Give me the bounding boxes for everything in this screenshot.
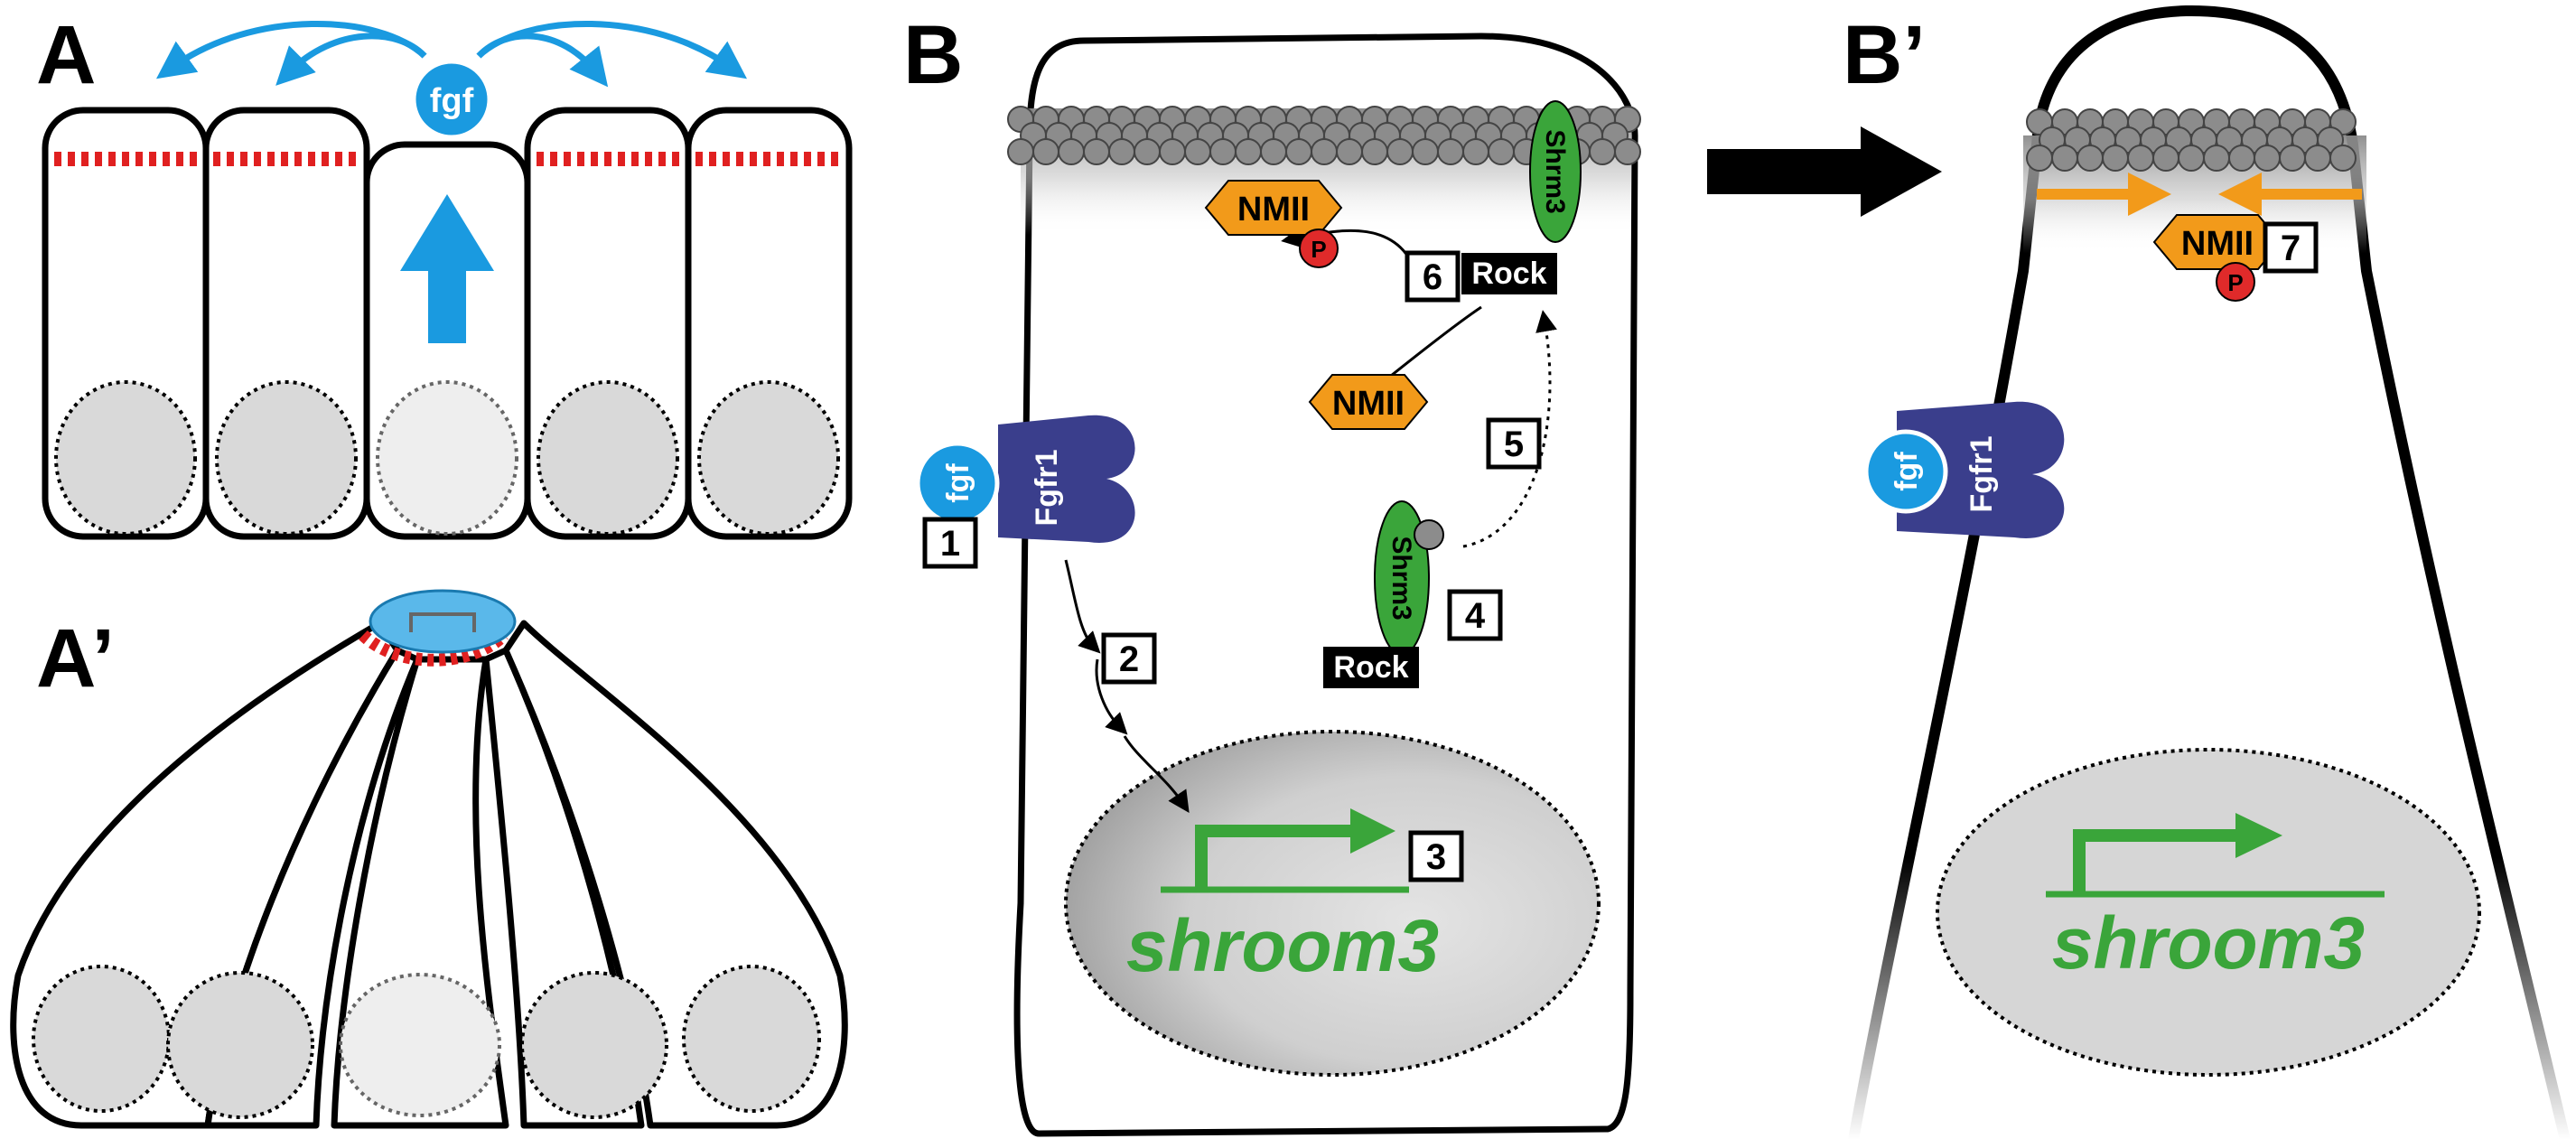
svg-text:P: P [2227,269,2243,296]
nmii-free: NMII [1308,374,1429,430]
actin-bead [2203,145,2230,172]
svg-text:NMII: NMII [1332,385,1405,423]
svg-text:Rock: Rock [1333,650,1408,685]
fgf-ligand: fgf [411,59,492,140]
actin-bead [2102,145,2129,172]
actin-bead [2127,145,2154,172]
transition-arrow [1707,126,1942,217]
actin-bead [1260,138,1287,165]
step-5: 5 [1486,417,1542,470]
actin-bead [2152,145,2179,172]
svg-text:2: 2 [1119,639,1139,679]
nuclei [54,380,840,536]
actin-bead [2329,145,2357,172]
shrm3-cytoplasmic: Shrm3 [1374,500,1444,656]
step-6: 6 [1405,250,1461,303]
actin-bead [1462,138,1489,165]
fgf-label: fgf [1890,452,1924,491]
actin-bead [1437,138,1464,165]
panel-label-a: A [36,9,96,101]
gene-label: shroom3 [2052,902,2365,985]
actin-bead [1488,138,1515,165]
svg-text:4: 4 [1465,596,1486,636]
apical-constriction-arrow [400,194,494,343]
panel-label-b: B [903,9,963,101]
actin-bead [1058,138,1085,165]
apical-cap [369,589,517,654]
actin-bead [1108,138,1135,165]
svg-text:7: 7 [2281,229,2301,268]
actin-bead [2304,145,2331,172]
panel-label-b-prime: B’ [1843,9,1926,101]
actin-bead [2228,145,2255,172]
actin-bead [1311,138,1338,165]
fgfr1-label: Fgfr1 [1965,436,1999,513]
svg-text:Shrm3: Shrm3 [1386,536,1416,620]
rock-apical: Rock [1461,253,1557,294]
shroom3-gene: shroom3 [2046,813,2385,985]
step-4: 4 [1447,589,1503,641]
actin-bead [1589,138,1616,165]
actin-bead [1083,138,1110,165]
rock-cytoplasmic: Rock [1323,647,1419,688]
panel-a-prime: A’ [10,589,848,1129]
fgf-label: fgf [430,82,474,120]
actin-bead [1032,138,1059,165]
constricted-cell-outline [1848,5,2571,1142]
shroom3-gene: shroom3 [1126,808,1439,987]
step-3: 3 [1408,830,1464,882]
fgfr1-receptor: Fgfr1 fgf [1863,401,2065,538]
svg-text:3: 3 [1426,837,1446,877]
actin-bead [1285,138,1312,165]
actin-bead [1235,138,1262,165]
actin-bead [2279,145,2306,172]
fgf-label: fgf [941,463,975,503]
step-markers: 1 2 3 4 5 6 [922,250,1542,882]
actin-bead [1386,138,1414,165]
panel-b: B shroom3 Fgfr1 fg [903,9,1641,1137]
fgf-diffusion-arrows [155,21,748,88]
actin-bead [1159,138,1186,165]
gene-label: shroom3 [1126,905,1439,987]
apical-actin-band [1007,106,1641,165]
actin-bead [2254,145,2281,172]
actin-bead [1412,138,1439,165]
svg-text:Rock: Rock [1471,257,1546,291]
actin-bead [2178,145,2205,172]
actin-bead [1184,138,1211,165]
svg-text:NMII: NMII [1237,191,1310,229]
nmii-phosphorylated: NMII P [2152,214,2282,302]
svg-text:NMII: NMII [2181,225,2254,263]
actin-bead [2051,145,2078,172]
apical-junctions [359,630,509,667]
panel-a: A [36,9,853,540]
step-7: 7 [2263,221,2319,274]
svg-text:Shrm3: Shrm3 [1540,129,1570,213]
actin-bead [1007,138,1034,165]
fgfr1-receptor: Fgfr1 fgf [915,415,1135,543]
svg-text:1: 1 [940,524,960,564]
fgfr1-label: Fgfr1 [1030,450,1064,527]
actin-bead [2077,145,2104,172]
svg-text:P: P [1311,236,1326,263]
actin-bead [1134,138,1161,165]
svg-text:5: 5 [1504,425,1524,464]
panel-label-a-prime: A’ [36,612,115,705]
actin-bead [1614,138,1641,165]
shrm3-apical: Shrm3 [1529,100,1582,243]
step-2: 2 [1101,632,1157,685]
step-1: 1 [922,517,978,569]
actin-bead [1336,138,1363,165]
nuclei [32,965,821,1119]
actin-bead [1209,138,1237,165]
nmii-phosphorylated: NMII P [1204,180,1343,268]
actin-bead [2026,145,2053,172]
panel-b-prime: B’ NMII P 7 Fgfr1 fgf [1843,5,2571,1142]
apical-actin-band [2026,108,2357,172]
nucleus [1064,730,1601,1077]
svg-text:6: 6 [1423,257,1442,297]
actin-bead [1361,138,1388,165]
